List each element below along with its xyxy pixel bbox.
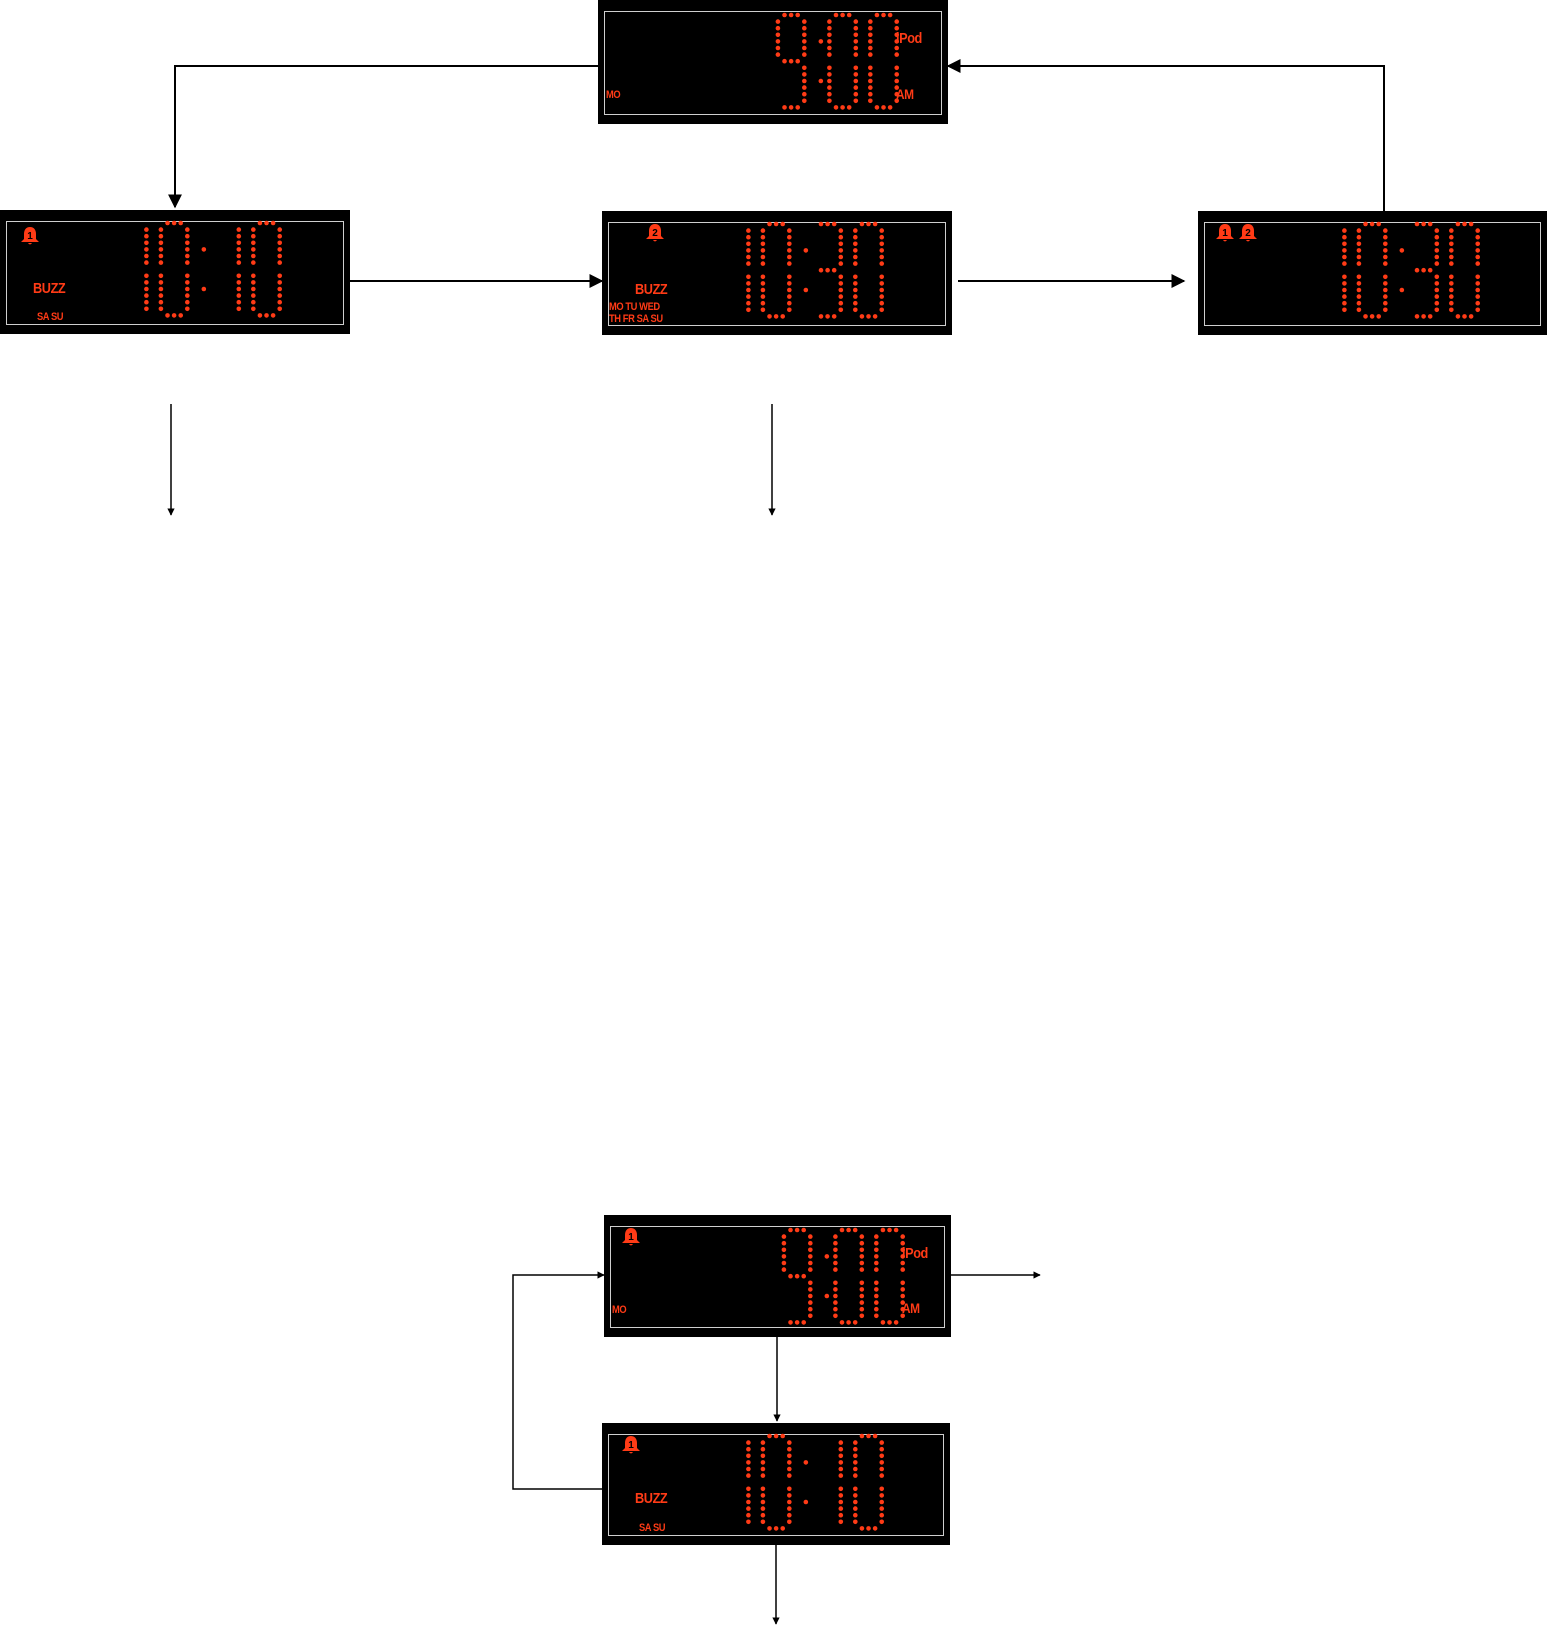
bell-number: 2	[652, 228, 658, 239]
display-frame	[604, 11, 942, 115]
day-label: MO	[612, 1304, 627, 1316]
alarm-mode-label: BUZZ	[635, 281, 668, 298]
clock-display-both-alarms: 1 2 1 2	[1198, 211, 1547, 335]
led-colon-dot	[1399, 248, 1405, 253]
led-digit-1	[1342, 228, 1347, 313]
clock-display-alarm2: 2 2 BUZZ MO TU WED TH FR SA SU	[602, 211, 952, 335]
led-colon-dot	[803, 1460, 809, 1465]
led-digit-1	[236, 227, 242, 312]
led-colon-dot	[824, 1254, 830, 1259]
led-digit-3	[818, 221, 844, 319]
alarm-bell-1-icon: 1	[21, 227, 39, 245]
bell-number: 1	[27, 231, 33, 242]
clock-display-top: iPod AM MO	[598, 0, 948, 124]
led-digit-0	[1356, 221, 1388, 319]
ampm-label: AM	[896, 86, 914, 102]
alarm-days-line-1: MO TU WED	[609, 301, 660, 313]
led-digit-1	[144, 227, 149, 312]
led-colon-dot	[201, 286, 207, 292]
led-time-digits	[781, 1227, 906, 1325]
led-digit-3	[1414, 221, 1440, 319]
led-time-digits	[1342, 221, 1481, 319]
led-digit-0	[853, 1433, 885, 1531]
source-label: iPod	[896, 30, 922, 47]
alarm-days-label: SA SU	[639, 1522, 666, 1534]
led-colon-dot	[803, 287, 809, 293]
day-label: MO	[606, 89, 621, 101]
clock-display-bottom-time: 1 1 iPod AM MO	[604, 1215, 951, 1337]
alarm-days-line-2: TH FR SA SU	[609, 313, 663, 325]
ampm-label: AM	[902, 1300, 920, 1316]
led-digit-0	[833, 1227, 865, 1325]
led-digit-0	[868, 12, 900, 110]
alarm-days-label: SA SU	[37, 311, 64, 323]
led-digit-0	[158, 220, 190, 318]
bell-number: 2	[1245, 228, 1251, 239]
led-colon-dot	[1399, 287, 1405, 293]
led-colon-dot	[803, 1499, 809, 1505]
alarm-mode-label: BUZZ	[33, 280, 66, 297]
led-time-digits	[775, 12, 900, 110]
alarm-mode-label: BUZZ	[635, 1490, 668, 1507]
led-digit-1	[838, 1440, 844, 1525]
led-digit-1	[746, 1440, 751, 1525]
led-colon-dot	[818, 39, 824, 44]
alarm-bell-2-icon: 2	[1239, 224, 1257, 242]
source-label: iPod	[902, 1245, 928, 1262]
led-digit-0	[827, 12, 859, 110]
led-digit-1	[746, 228, 751, 313]
led-digit-0	[760, 1433, 792, 1531]
led-digit-0	[251, 220, 283, 318]
arrow-both-to-top	[946, 59, 1385, 211]
led-time-digits	[746, 221, 885, 319]
alarm-bell-1-icon: 1	[622, 1436, 640, 1454]
alarm-bell-2-icon: 2	[646, 224, 664, 242]
led-colon-dot	[824, 1293, 830, 1299]
bell-number: 1	[628, 1440, 634, 1451]
led-digit-9	[781, 1227, 813, 1325]
display-frame	[610, 1226, 945, 1328]
led-colon-dot	[201, 247, 207, 252]
led-digit-0	[874, 1227, 906, 1325]
bell-number: 1	[1222, 228, 1228, 239]
led-digit-9	[775, 12, 807, 110]
led-digit-0	[853, 221, 885, 319]
led-colon-dot	[803, 248, 809, 253]
alarm-bell-1-icon: 1	[622, 1228, 640, 1246]
alarm-bell-1-icon: 1	[1216, 224, 1234, 242]
led-digit-0	[1449, 221, 1481, 319]
led-time-digits	[746, 1433, 885, 1531]
arrow-top-to-alarm1	[168, 65, 598, 209]
clock-display-bottom-alarm1: 1 1 BUZZ SA SU	[602, 1423, 950, 1545]
led-time-digits	[144, 220, 283, 318]
led-digit-0	[760, 221, 792, 319]
clock-display-alarm1: 1 1 BUZZ SA SU	[0, 210, 350, 334]
bell-number: 1	[628, 1232, 634, 1243]
arrow-bottom-alarm1-loop	[512, 1271, 605, 1490]
led-colon-dot	[818, 78, 824, 84]
